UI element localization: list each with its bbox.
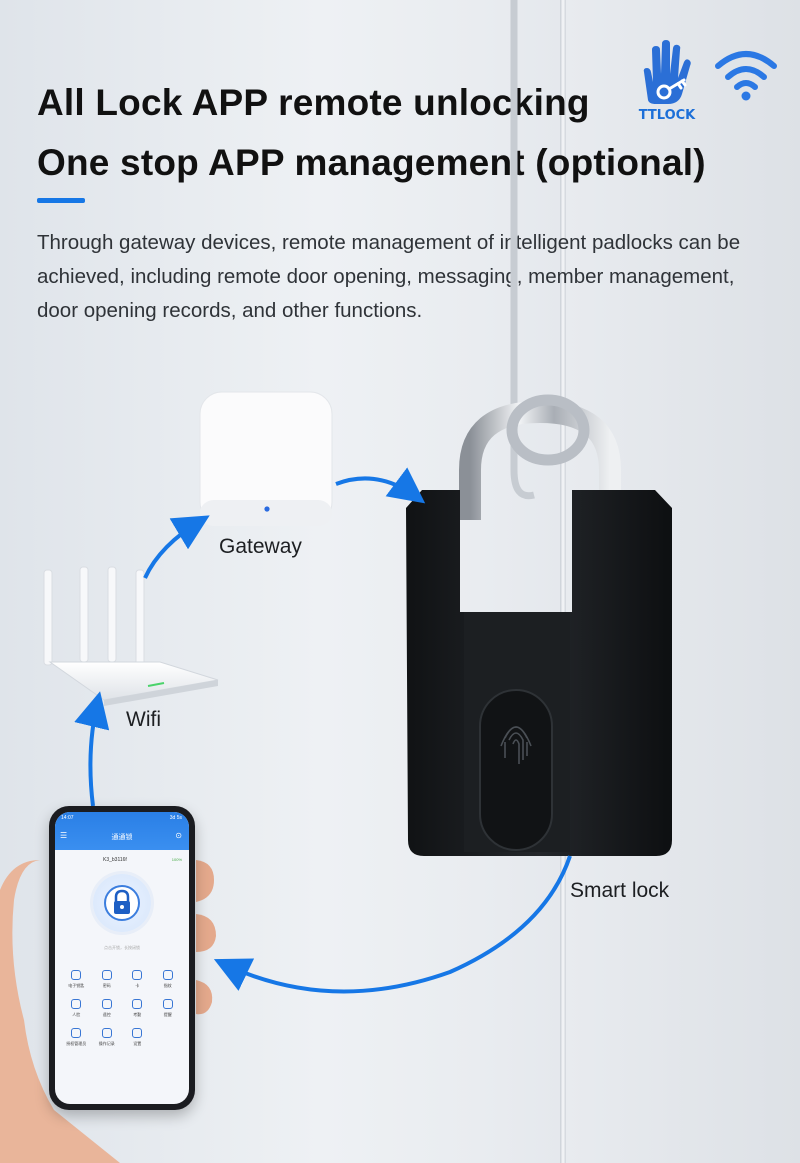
headline-line-1: All Lock APP remote unlocking [37,82,590,123]
feature-passcode[interactable]: 密码 [92,970,123,989]
unlock-hint: 点击开锁，长按闭锁 [104,945,140,950]
feature-card[interactable]: 卡 [122,970,153,989]
arrow-gateway-to-lock [335,467,426,504]
ekey-icon [71,970,82,980]
smartphone: 14:07 3d 5s ☰ 通通锁 ⊙ K3_b3116f 100% 点击开锁，… [49,806,195,1110]
gateway-label: Gateway [219,535,302,558]
app-screen: 14:07 3d 5s ☰ 通通锁 ⊙ K3_b3116f 100% 点击开锁，… [55,812,189,1104]
bell-icon [162,999,173,1009]
arrow-wifi-to-gateway [143,515,210,579]
wifi-icon [715,51,777,101]
arrow-phone-to-wifi [74,691,110,807]
ttlock-logo: TTLOCK [634,38,700,128]
app-title: 通通锁 [111,834,133,841]
feature-settings[interactable]: 设置 [122,1028,153,1047]
description: Through gateway devices, remote manageme… [37,231,741,322]
feature-reminder[interactable]: 提醒 [153,999,184,1018]
card-icon [132,970,143,980]
scan-icon[interactable]: ⊙ [175,831,182,840]
feature-records[interactable]: 操作记录 [92,1028,123,1047]
headline-line-2: One stop APP management (optional) [37,142,706,183]
accent-underline [37,198,85,203]
feature-grid: 电子钥匙 密码 卡 指纹 人脸 遥控 考勤 提醒 授权管理员 操作记录 设置 [61,970,183,1047]
records-icon [101,1028,112,1038]
feature-remote[interactable]: 遥控 [92,999,123,1018]
fingerprint-icon [500,726,532,764]
battery-level: 100% [171,857,182,862]
unlock-button[interactable] [93,874,151,932]
door-seam [560,0,566,1163]
wifi-router [43,566,219,706]
gear-icon [132,1028,143,1038]
admin-icon [71,1028,82,1038]
status-time: 14:07 [61,815,74,821]
app-header: 14:07 3d 5s ☰ 通通锁 ⊙ [55,812,189,850]
gateway-led [264,506,270,512]
lock-icon [104,885,140,921]
feature-ekey[interactable]: 电子钥匙 [61,970,92,989]
arrow-lock-to-phone [213,855,572,994]
face-icon [71,999,82,1009]
attendance-icon [132,999,143,1009]
ttlock-hand-key-icon [643,40,691,104]
hanging-hook [510,0,535,500]
hand [0,860,120,1163]
passcode-icon [101,970,112,980]
status-bar: 3d 5s [169,815,182,821]
smart-lock-label: Smart lock [570,879,670,902]
menu-icon[interactable]: ☰ [60,831,68,840]
ttlock-brand-name: TTLOCK [638,108,696,123]
feature-face[interactable]: 人脸 [61,999,92,1018]
remote-icon [101,999,112,1009]
feature-attendance[interactable]: 考勤 [122,999,153,1018]
hook-ring [506,394,590,466]
lock-name: K3_b3116f [103,857,127,863]
fingerprint-small-icon [162,970,173,980]
wifi-label: Wifi [126,708,161,731]
lock-shackle [459,400,621,520]
feature-admin[interactable]: 授权管理员 [61,1028,92,1047]
feature-fingerprint[interactable]: 指纹 [153,970,184,989]
